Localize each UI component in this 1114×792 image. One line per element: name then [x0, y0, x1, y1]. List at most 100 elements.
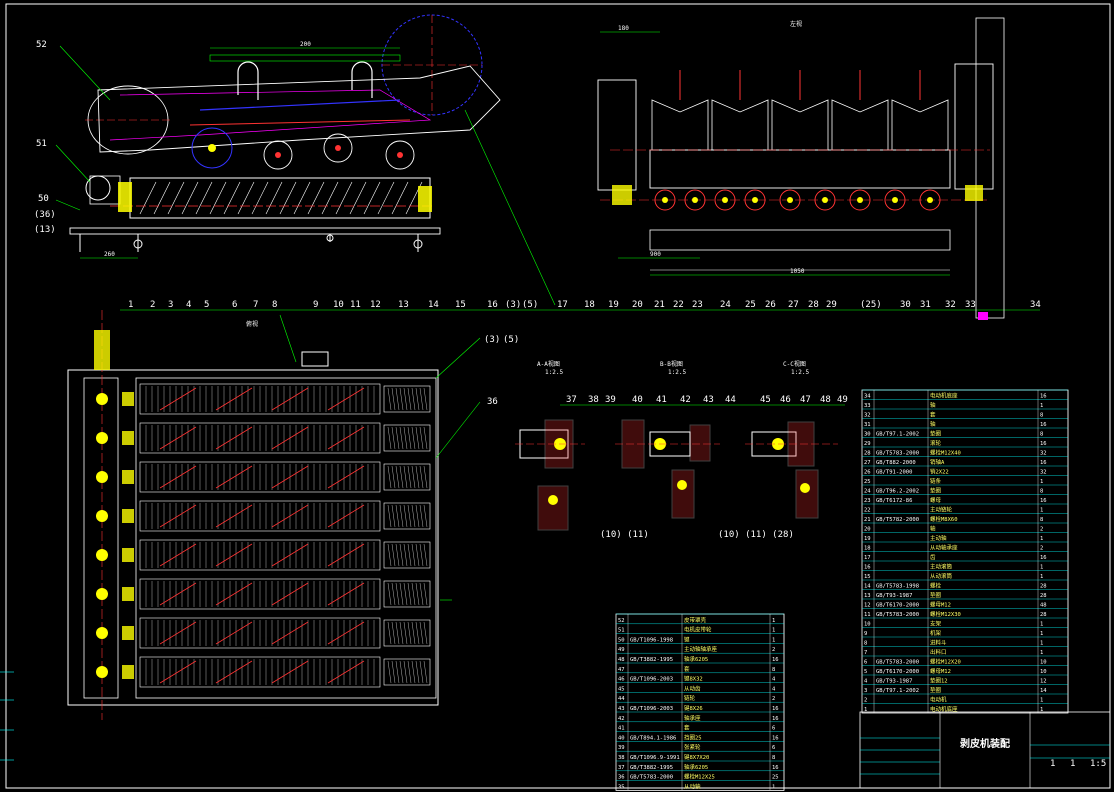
callout-label: 1	[128, 300, 133, 310]
bom-cell: 1	[1040, 574, 1043, 580]
front-view: 260 200	[55, 14, 556, 306]
bom-cell: 轴	[930, 525, 936, 533]
bom-cell: 13	[864, 593, 871, 599]
section-callout: 46	[780, 395, 791, 405]
bom-cell: 24	[864, 489, 871, 495]
bom-cell: 16	[772, 716, 779, 722]
bom-cell: GB/T97.1-2002	[876, 432, 919, 438]
section-c-scale: 1:2.5	[791, 369, 809, 376]
section-c	[745, 421, 838, 519]
callout-3: (3)	[484, 335, 500, 345]
callout-label: 28	[808, 300, 819, 310]
bom-cell: 1	[1040, 508, 1043, 514]
callout-label: 19	[608, 300, 619, 310]
bom-cell: 轴承6205	[684, 655, 708, 663]
bom-cell: 1	[772, 784, 775, 790]
callout-36: 36	[487, 397, 498, 407]
callout-label: 13	[398, 300, 409, 310]
bom-cell: 8	[772, 755, 775, 761]
bom-cell: 套	[684, 665, 690, 673]
bom-cell: 46	[618, 677, 625, 683]
bom-cell: 螺母	[930, 496, 942, 504]
bom-cell: 15	[864, 574, 871, 580]
bom-cell: 33	[864, 403, 871, 409]
bom-cell: 从动滚筒	[930, 572, 953, 580]
bom-cell: 5	[864, 669, 867, 675]
bom-cell: 17	[864, 555, 871, 561]
bom-cell: GB/T5782-2000	[876, 517, 919, 523]
callout-label: 14	[428, 300, 439, 310]
callout-label: 2	[150, 300, 155, 310]
sheet-frame	[5, 3, 1111, 789]
bom-cell: 螺母M12	[930, 601, 951, 609]
bom-cell: 6	[772, 745, 775, 751]
bom-cell: 销2X22	[930, 468, 949, 476]
drawing-title: 剥皮机装配	[960, 737, 1010, 750]
callout-50: 50	[38, 194, 49, 204]
side-view-label: 俯视	[246, 320, 258, 328]
bom-cell: 48	[618, 657, 625, 663]
bom-cell: 轴	[930, 420, 936, 428]
dim-label: 1050	[790, 268, 805, 275]
bom-cell: 8	[1040, 489, 1043, 495]
section-c-title: C-C视图	[783, 360, 806, 368]
callout-52: 52	[36, 40, 47, 50]
bom-cell: 8	[1040, 432, 1043, 438]
bom-cell: 29	[864, 441, 871, 447]
bom-cell: 主动滚筒	[930, 563, 953, 571]
plan-rollers	[96, 383, 431, 688]
bom-cell: 4	[772, 677, 776, 683]
bom-cell: 42	[618, 716, 625, 722]
callout-label: 4	[186, 300, 191, 310]
callout-label: (25)	[860, 300, 882, 310]
bom-cell: 螺栓M12X20	[930, 658, 961, 666]
bom-cell: 电动机	[930, 696, 947, 704]
bom-cell: 36	[618, 775, 625, 781]
bom-cell: GB/T6170-2000	[876, 603, 919, 609]
section-b-bottom-callouts: (10) (11) (28)	[718, 530, 794, 540]
section-callout: 48	[820, 395, 831, 405]
bom-cell: 滚轮	[930, 439, 942, 447]
bom-cell: GB/T5783-2000	[876, 660, 919, 666]
bom-cell: 张紧轮	[684, 743, 701, 751]
end-view-label: 左视	[790, 20, 802, 28]
callout-label: 22	[673, 300, 684, 310]
bom-cell: 1	[1040, 565, 1043, 571]
section-b-title: B-B视图	[660, 360, 683, 368]
bom-cell: 轴	[930, 401, 936, 409]
bom-cell: GB/T3882-1995	[630, 657, 673, 663]
bom-cell: 37	[618, 765, 625, 771]
section-b	[615, 419, 720, 519]
callout-label: 5	[204, 300, 209, 310]
bom-cell: 支架	[930, 620, 942, 628]
callout-label: 10	[333, 300, 344, 310]
bom-cell: 套	[684, 724, 690, 732]
bom-cell: 8	[772, 667, 775, 673]
bom-cell: 螺母M12	[930, 667, 951, 675]
bom-cell: 1	[1040, 622, 1043, 628]
section-callout: 49	[837, 395, 848, 405]
section-callout: 39	[605, 395, 616, 405]
bom-cell: 12	[1040, 679, 1047, 685]
bom-cell: 从动轴承座	[930, 544, 958, 552]
bom-cell: GB/T6170-2000	[876, 669, 919, 675]
bom-cell: 8	[864, 641, 867, 647]
dim-label: 200	[300, 41, 311, 48]
bom-cell: 27	[864, 460, 871, 466]
bom-cell: 从动轴	[684, 782, 701, 790]
bom-cell: GB/T1096-1998	[630, 637, 673, 643]
callout-label: 6	[232, 300, 237, 310]
section-a	[515, 419, 585, 531]
sheet-total: 1	[1070, 759, 1075, 769]
bom-cell: 32	[1040, 470, 1047, 476]
bom-cell: 23	[864, 498, 871, 504]
callout-label: 24	[720, 300, 731, 310]
bom-cell: 16	[1040, 460, 1047, 466]
bom-cell: 41	[618, 726, 625, 732]
callout-label: 16	[487, 300, 498, 310]
bom-cell: 43	[618, 706, 625, 712]
bom-cell: 12	[864, 603, 871, 609]
dim-label: 900	[650, 251, 661, 258]
bom-cell: 1	[864, 707, 867, 713]
